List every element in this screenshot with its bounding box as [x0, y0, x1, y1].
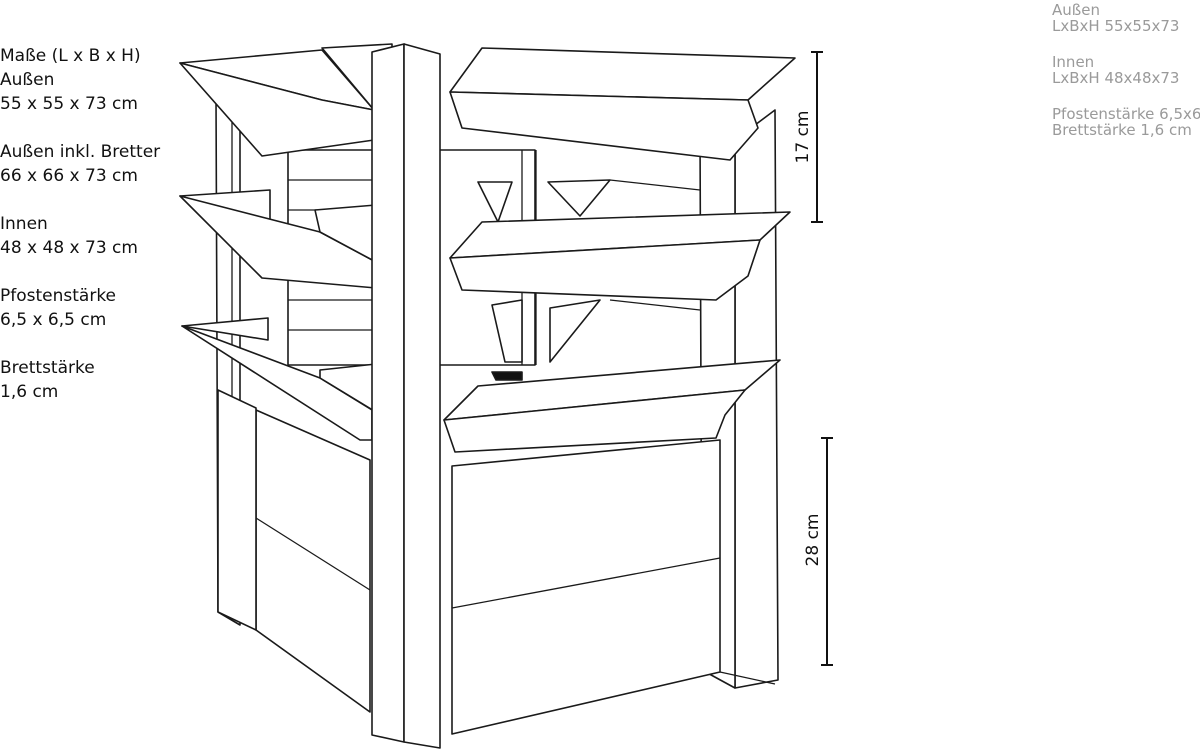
- spec-outer-boards: Außen inkl. Bretter 66 x 66 x 73 cm: [0, 140, 160, 188]
- spec-heading: Maße (L x B x H): [0, 46, 141, 66]
- faded-inner: Innen LxBxH 48x48x73: [1052, 54, 1200, 86]
- left-shelf-top: [179, 43, 393, 157]
- center-post: [371, 43, 405, 743]
- left-shelf-bottom: [181, 317, 377, 441]
- dimension-lower-label: 28 cm: [803, 514, 823, 567]
- spec-post: Pfostenstärke 6,5 x 6,5 cm: [0, 284, 160, 332]
- faded-outer: Außen LxBxH 55x55x73: [1052, 2, 1200, 34]
- right-shelf-top: [449, 47, 796, 161]
- spec-board-label: Brettstärke: [0, 358, 95, 378]
- spec-outer: Maße (L x B x H) Außen 55 x 55 x 73 cm: [0, 44, 160, 116]
- right-post: [734, 109, 779, 689]
- spec-post-label: Pfostenstärke: [0, 286, 117, 306]
- spec-board: Brettstärke 1,6 cm: [0, 356, 160, 404]
- faded-notes: Außen LxBxH 55x55x73 Innen LxBxH 48x48x7…: [1052, 2, 1200, 158]
- dimension-lower: 28 cm: [803, 437, 833, 666]
- dimension-upper: 17 cm: [793, 51, 823, 223]
- right-shelf-middle: [449, 211, 791, 301]
- spec-outer-label: Außen: [0, 70, 55, 90]
- right-lower-wall: [451, 439, 721, 735]
- faded-outer-value: LxBxH 55x55x73: [1052, 17, 1180, 35]
- spec-post-value: 6,5 x 6,5 cm: [0, 310, 107, 330]
- faded-inner-label: Innen: [1052, 53, 1095, 71]
- faded-thickness: Pfostenstärke 6,5x6 Brettstärke 1,6 cm: [1052, 106, 1200, 138]
- spec-inner-label: Innen: [0, 214, 48, 234]
- spec-outer-boards-value: 66 x 66 x 73 cm: [0, 166, 138, 186]
- spec-outer-value: 55 x 55 x 73 cm: [0, 94, 138, 114]
- spec-inner: Innen 48 x 48 x 73 cm: [0, 212, 160, 260]
- faded-outer-label: Außen: [1052, 1, 1100, 19]
- faded-inner-value: LxBxH 48x48x73: [1052, 69, 1180, 87]
- faded-post-value: Pfostenstärke 6,5x6: [1052, 105, 1200, 123]
- dimension-upper-label: 17 cm: [793, 111, 813, 164]
- spec-board-value: 1,6 cm: [0, 382, 59, 402]
- spec-outer-boards-label: Außen inkl. Bretter: [0, 142, 161, 162]
- faded-board-value: Brettstärke 1,6 cm: [1052, 121, 1192, 139]
- spec-inner-value: 48 x 48 x 73 cm: [0, 238, 138, 258]
- right-shelf-bottom: [443, 359, 781, 453]
- left-lower-wall: [255, 409, 371, 713]
- specifications-panel: Maße (L x B x H) Außen 55 x 55 x 73 cm A…: [0, 44, 160, 428]
